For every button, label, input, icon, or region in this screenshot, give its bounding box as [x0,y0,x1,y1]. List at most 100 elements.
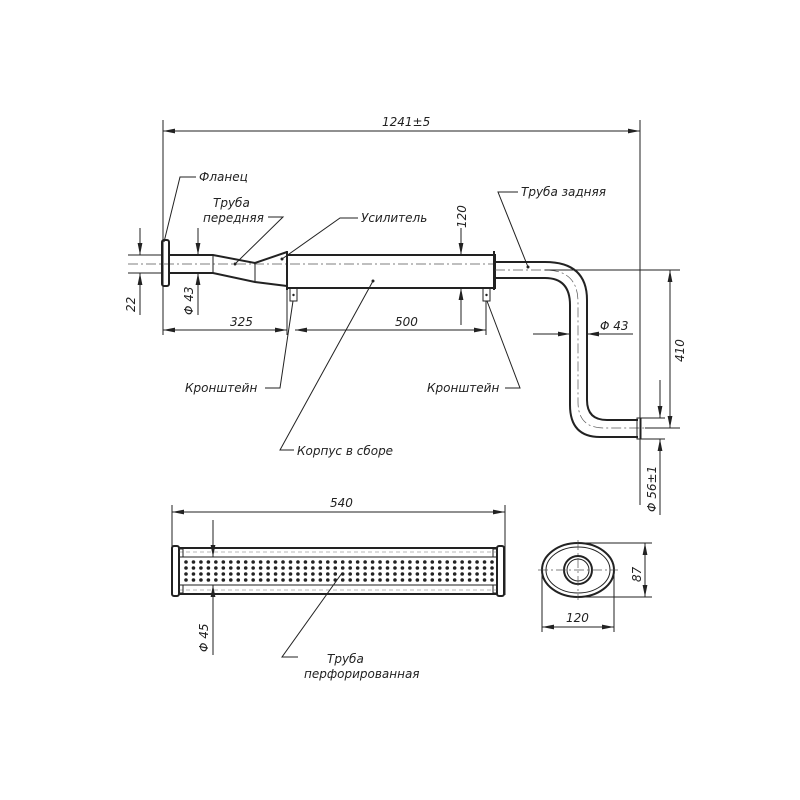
perforation-hole [378,578,382,582]
perforation-hole [296,578,300,582]
perforation-hole [184,560,188,564]
overall-length-label: 1241±5 [382,115,430,129]
perforation-hole [288,560,293,564]
perforation-hole [423,578,427,582]
perforation-hole [191,578,196,582]
perforation-hole [385,578,390,582]
perforation-hole [355,560,360,564]
perforation-hole [214,572,218,576]
perforation-hole [288,566,293,570]
perforation-hole [355,566,360,570]
perforation-hole [475,578,479,582]
outlet-diameter-label: Φ 56±1 [645,466,659,512]
perforation-hole [303,572,308,576]
bracket-left-label: Кронштейн [185,381,257,395]
perforation-hole [236,566,241,570]
perforation-hole [363,578,367,582]
perforation-hole [288,572,293,576]
front-pipe-label-1: Труба [213,196,250,210]
perforation-hole [393,572,397,576]
perforation-hole [206,572,211,576]
perforation-hole [199,566,203,570]
perforation-hole [273,560,278,564]
perforation-hole [415,560,420,564]
perforation-hole [281,560,285,564]
perforated-pipe-callout: Труба перфорированная [281,572,420,681]
perforation-hole [370,566,375,570]
offset-label: 22 [124,297,138,312]
perforation-hole [236,578,241,582]
perforation-hole [482,572,487,576]
front-length-label: 325 [230,315,253,329]
perforation-hole [273,572,278,576]
perforation-hole [363,566,367,570]
perforation-hole [326,578,330,582]
flange-label: Фланец [199,170,248,184]
rear-diameter-label: Φ 43 [600,319,629,333]
perforation-hole [281,572,285,576]
perforated-length-dimension: 540 [171,496,506,595]
front-pipe-label-2: передняя [203,211,264,225]
perforation-hole [363,560,367,564]
body-assembly-label: Корпус в сборе [297,444,393,458]
perforation-hole [370,578,375,582]
perforation-hole [281,578,285,582]
perforation-hole [206,578,211,582]
perforation-hole [228,578,233,582]
perforation-hole [475,560,479,564]
perforation-hole [318,566,323,570]
perforation-hole [378,572,382,576]
perforation-hole [490,572,494,576]
perforation-hole [400,572,405,576]
perforation-hole [348,566,352,570]
perforation-hole [296,560,300,564]
body-height-dimension: 120 [455,205,469,325]
perforation-hole [184,578,188,582]
perforation-hole [393,560,397,564]
section-height-label: 87 [630,566,644,582]
perforation-hole [311,572,315,576]
front-pipe [169,251,288,287]
perforation-hole [221,572,226,576]
perforation-hole [333,566,338,570]
perforation-hole [437,566,442,570]
perforation-hole [408,578,412,582]
perforation-hole [482,560,487,564]
perforation-hole [303,566,308,570]
flange [161,239,170,287]
perforation-hole [445,560,450,564]
perforation-hole [236,572,241,576]
perforation-hole [184,572,188,576]
perforation-hole [452,560,457,564]
perforation-hole [333,572,338,576]
overall-length-dimension: 1241±5 [162,115,641,505]
perforation-hole [303,560,308,564]
perforation-hole [423,572,427,576]
perforation-hole [296,572,300,576]
perforated-pipe-label-1: Труба [327,652,364,666]
perforation-hole [221,578,226,582]
perforation-hole [445,578,450,582]
perforation-hole [408,560,412,564]
perforation-hole [467,578,472,582]
perforation-hole [460,566,464,570]
perforation-hole [228,566,233,570]
perforated-pipe [171,545,505,597]
perforation-hole [258,578,263,582]
perforation-hole [408,572,412,576]
perforation-hole [415,572,420,576]
oval-section [538,540,618,600]
perforated-pipe-label-2: перфорированная [304,667,420,681]
perforation-hole [221,566,226,570]
perforation-hole [199,560,203,564]
perforation-hole [490,578,494,582]
perforation-hole [191,566,196,570]
reinforcement-label: Усилитель [361,211,427,225]
perforation-hole [475,572,479,576]
perforation-hole [363,572,367,576]
perforation-hole [340,578,345,582]
perforation-hole [199,572,203,576]
perforation-hole [184,566,188,570]
bracket-left-callout: Кронштейн [185,300,294,395]
rear-drop-dimension: 410 [545,269,687,429]
